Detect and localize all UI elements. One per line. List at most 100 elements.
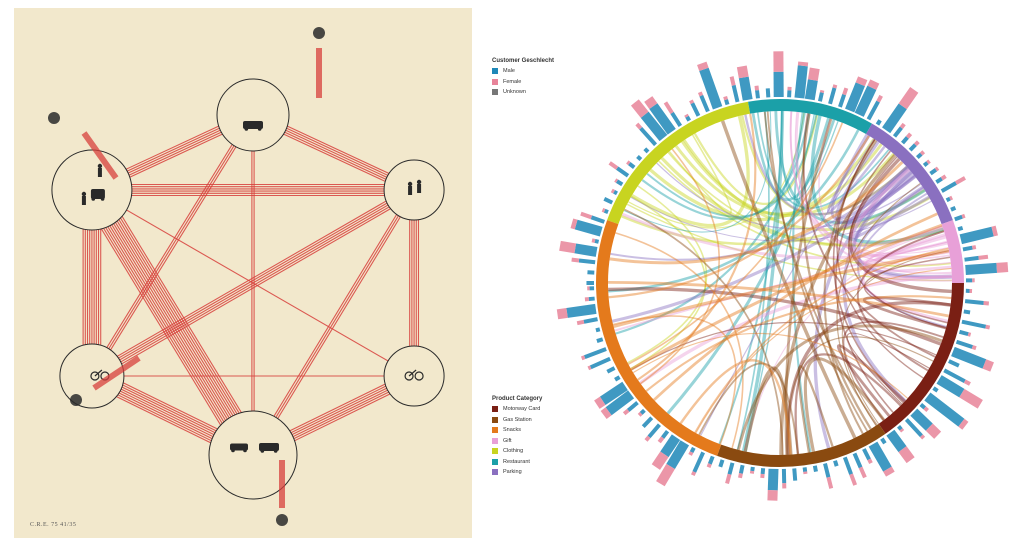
vehicle-icon bbox=[230, 443, 248, 451]
chord-line bbox=[741, 114, 908, 216]
chord-line bbox=[700, 138, 875, 436]
person-body bbox=[97, 168, 102, 177]
radial-bar bbox=[807, 67, 820, 81]
network-band-line bbox=[252, 189, 415, 456]
chord-line bbox=[837, 344, 906, 417]
radial-bar bbox=[636, 154, 643, 162]
wheel-icon bbox=[243, 448, 247, 453]
radial-bar bbox=[622, 408, 630, 416]
transfer-icon bbox=[48, 112, 60, 124]
radial-bar bbox=[905, 132, 913, 139]
radial-bar bbox=[802, 467, 808, 472]
network-band-line bbox=[254, 190, 417, 457]
radial-bar bbox=[876, 94, 883, 103]
chord-line bbox=[810, 115, 944, 245]
radial-bar bbox=[957, 225, 964, 232]
chord-line bbox=[802, 113, 936, 358]
chord-line bbox=[745, 114, 815, 452]
radial-bar bbox=[892, 126, 903, 138]
radial-bar bbox=[566, 303, 597, 318]
radial-bar bbox=[614, 178, 619, 183]
legend-item-restaurant: Restaurant bbox=[492, 457, 542, 468]
chord-line bbox=[801, 113, 872, 430]
radial-bar bbox=[954, 214, 963, 222]
radial-bar bbox=[630, 99, 649, 118]
chord-line bbox=[674, 143, 883, 216]
radial-bar bbox=[666, 440, 690, 470]
radial-bar bbox=[651, 451, 669, 470]
radial-bar bbox=[867, 458, 873, 465]
chord-line bbox=[784, 118, 833, 455]
radial-bar bbox=[589, 356, 611, 370]
radial-bar bbox=[965, 262, 998, 276]
radial-bar bbox=[644, 435, 651, 442]
radial-bar bbox=[948, 359, 960, 368]
radial-bar bbox=[826, 476, 834, 489]
chord-line bbox=[736, 111, 770, 450]
network-hub bbox=[383, 345, 445, 407]
radial-bar bbox=[867, 79, 880, 90]
chord-line bbox=[826, 135, 886, 214]
radial-bar bbox=[949, 195, 954, 201]
radial-bar bbox=[688, 451, 694, 456]
radial-bar bbox=[727, 462, 735, 475]
chord-line bbox=[803, 357, 886, 453]
radial-bar bbox=[594, 239, 600, 244]
radial-bar bbox=[961, 319, 987, 329]
radial-bar bbox=[723, 96, 728, 101]
chord-line bbox=[667, 151, 945, 247]
person-body bbox=[417, 184, 422, 193]
radial-bar bbox=[685, 115, 692, 122]
chord-line bbox=[842, 170, 913, 403]
bicycle-icon bbox=[404, 371, 414, 381]
chord-line bbox=[656, 162, 922, 230]
radial-bar bbox=[951, 346, 987, 369]
chord-line bbox=[608, 287, 942, 346]
legend-item-gas-station: Gas Station bbox=[492, 415, 542, 426]
radial-bar bbox=[635, 122, 643, 130]
legend-swatch bbox=[492, 458, 498, 465]
person-body bbox=[408, 186, 413, 195]
radial-bar bbox=[842, 456, 853, 475]
radial-bar bbox=[640, 111, 668, 142]
radial-bar bbox=[689, 446, 696, 454]
radial-bar bbox=[692, 451, 705, 473]
radial-bar bbox=[697, 91, 704, 97]
chord-line bbox=[744, 114, 908, 216]
radial-bar bbox=[934, 166, 940, 172]
chord-line bbox=[789, 111, 950, 260]
chord-line bbox=[813, 166, 910, 449]
radial-bar bbox=[940, 174, 947, 181]
chord-line bbox=[823, 139, 878, 435]
chord-line bbox=[830, 133, 911, 221]
radial-bar bbox=[738, 464, 745, 474]
network-band-line bbox=[93, 193, 417, 381]
radial-bar bbox=[556, 307, 568, 320]
chord-line bbox=[720, 120, 857, 439]
network-band-line bbox=[88, 191, 251, 457]
chord-line bbox=[608, 135, 870, 299]
radial-bar bbox=[978, 254, 989, 260]
legend-category-title: Product Category bbox=[492, 396, 543, 402]
chords bbox=[607, 110, 952, 456]
chord-line bbox=[668, 134, 732, 214]
network-hub bbox=[59, 343, 125, 409]
chord-line bbox=[614, 240, 948, 332]
network-band-line bbox=[90, 190, 253, 456]
radial-bar bbox=[945, 196, 951, 203]
radial-bar bbox=[868, 441, 892, 472]
category-arc bbox=[878, 282, 964, 434]
chord-line bbox=[787, 336, 934, 455]
legend-label: Clothing bbox=[503, 448, 524, 455]
chord-line bbox=[610, 167, 910, 261]
chord-line bbox=[744, 230, 945, 452]
bicycle-frame bbox=[94, 369, 103, 377]
chord-line bbox=[862, 235, 948, 262]
radial-bar bbox=[898, 86, 919, 110]
radial-bar bbox=[644, 96, 658, 110]
person-icon bbox=[407, 181, 413, 187]
chord-line bbox=[848, 157, 952, 294]
radial-bar bbox=[760, 468, 766, 475]
radial-bar bbox=[605, 390, 635, 416]
radial-bar bbox=[958, 329, 969, 337]
